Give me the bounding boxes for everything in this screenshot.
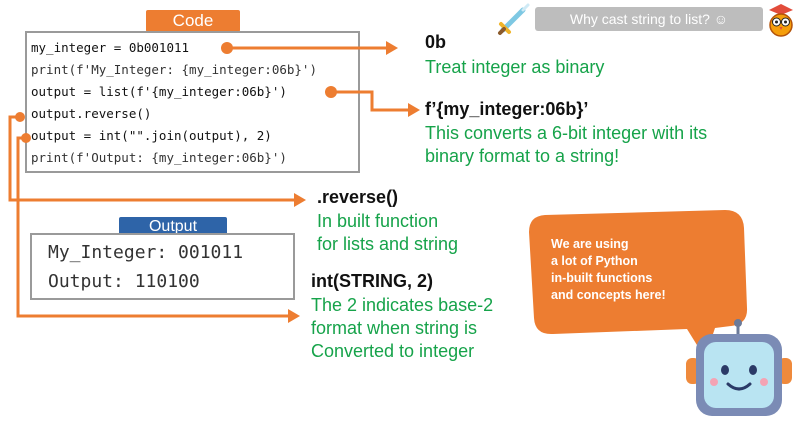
arrow-reverse <box>8 115 298 202</box>
arrow-reverse-dot <box>15 112 25 122</box>
code-line: print(f'My_Integer: {my_integer:06b}') <box>31 62 317 77</box>
arrow-fstring-head <box>408 103 420 117</box>
annotation-int-text: The 2 indicates base-2 <box>311 295 494 315</box>
annotation-reverse-text: for lists and string <box>317 234 459 254</box>
robot-mascot-icon <box>686 319 792 416</box>
arrow-reverse-head <box>294 193 306 207</box>
arrow-fstring <box>334 90 412 112</box>
code-label: Code <box>146 10 240 32</box>
annotation-fstring-title: f’{my_integer:06b}’ <box>425 99 589 119</box>
code-line: output = int("".join(output), 2) <box>31 128 272 143</box>
arrow-0b-dot <box>221 42 233 54</box>
annotation-int-text: format when string is <box>311 318 478 338</box>
annotation-fstring-text: This converts a 6-bit integer with its <box>425 123 708 143</box>
annotation-reverse-title: .reverse() <box>317 187 399 207</box>
speech-bubble <box>529 210 748 358</box>
arrow-0b-head <box>386 41 398 55</box>
bubble-line: We are using <box>551 237 629 251</box>
arrow-fstring-dot <box>325 86 337 98</box>
code-line: print(f'Output: {my_integer:06b}') <box>31 150 287 165</box>
annotation-int-text: Converted to integer <box>311 341 475 361</box>
sword-icon <box>497 2 531 36</box>
annotation-int-title: int(STRING, 2) <box>311 271 433 291</box>
output-label: Output <box>119 217 227 236</box>
output-panel: My_Integer: 001011 Output: 110100 <box>30 233 295 300</box>
code-line: my_integer = 0b001011 <box>31 40 190 55</box>
output-line: Output: 110100 <box>48 271 200 292</box>
bubble-line: in-built functions <box>551 271 653 285</box>
header-pill: Why cast string to list? ☺ <box>535 7 763 31</box>
owl-mascot-icon <box>766 3 796 37</box>
annotation-0b-text: Treat integer as binary <box>425 57 605 77</box>
annotation-fstring-text: binary format to a string! <box>425 146 620 166</box>
arrow-int-head <box>288 309 300 323</box>
code-panel: my_integer = 0b001011 print(f'My_Integer… <box>25 31 360 173</box>
annotation-0b-title: 0b <box>425 32 447 52</box>
arrow-int-dot <box>21 133 31 143</box>
output-line: My_Integer: 001011 <box>48 242 244 263</box>
bubble-line: a lot of Python <box>551 254 638 268</box>
arrow-int <box>16 136 292 318</box>
code-line: output.reverse() <box>31 106 152 121</box>
bubble-line: and concepts here! <box>551 288 666 302</box>
code-line: output = list(f'{my_integer:06b}') <box>31 84 287 99</box>
annotation-reverse-text: In built function <box>317 211 439 231</box>
